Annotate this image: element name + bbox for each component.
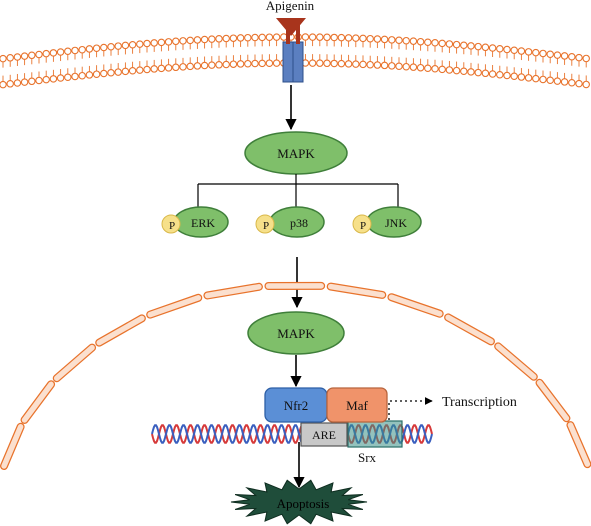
erk-label: ERK: [191, 216, 215, 230]
maf-label: Maf: [346, 398, 368, 413]
receptor: [276, 18, 306, 83]
transcription-arrow: [388, 397, 433, 420]
jnk-phospho-icon: [352, 214, 372, 234]
mapk-nucleus-label: MAPK: [277, 326, 315, 341]
jnk-label: JNK: [385, 216, 407, 230]
p38-node: p38 P: [255, 206, 325, 238]
srx-label: Srx: [358, 450, 377, 465]
nfr2-node: Nfr2: [264, 387, 328, 423]
nfr2-label: Nfr2: [284, 398, 309, 413]
erk-phospho-icon: [161, 214, 181, 234]
p38-phospho-label: P: [263, 220, 269, 232]
are-label: ARE: [312, 428, 336, 442]
erk-phospho-label: P: [169, 220, 175, 232]
p38-phospho-icon: [255, 214, 275, 234]
apoptosis-label: Apoptosis: [277, 496, 330, 511]
srx-gene-region: [347, 420, 403, 448]
apoptosis-burst-icon: [230, 479, 368, 525]
are-element: ARE: [300, 422, 348, 447]
apigenin-label: Apigenin: [266, 0, 315, 13]
transcription-label: Transcription: [442, 395, 517, 410]
mapk-cytoplasm-label: MAPK: [277, 146, 315, 161]
erk-node: ERK P: [161, 206, 229, 238]
nuclear-envelope: [0, 281, 591, 470]
mapk-cytoplasm-node: MAPK: [244, 131, 348, 175]
mapk-nucleus-node: MAPK: [247, 311, 345, 355]
jnk-phospho-label: P: [360, 220, 366, 232]
kinase-branch-connector: [197, 174, 399, 208]
apigenin-ligand-icon: [276, 18, 306, 36]
cell-membrane: [0, 33, 590, 89]
p38-label: p38: [290, 216, 308, 230]
jnk-node: JNK P: [352, 206, 422, 238]
apoptosis-node: Apoptosis: [230, 479, 368, 525]
maf-node: Maf: [326, 387, 388, 423]
